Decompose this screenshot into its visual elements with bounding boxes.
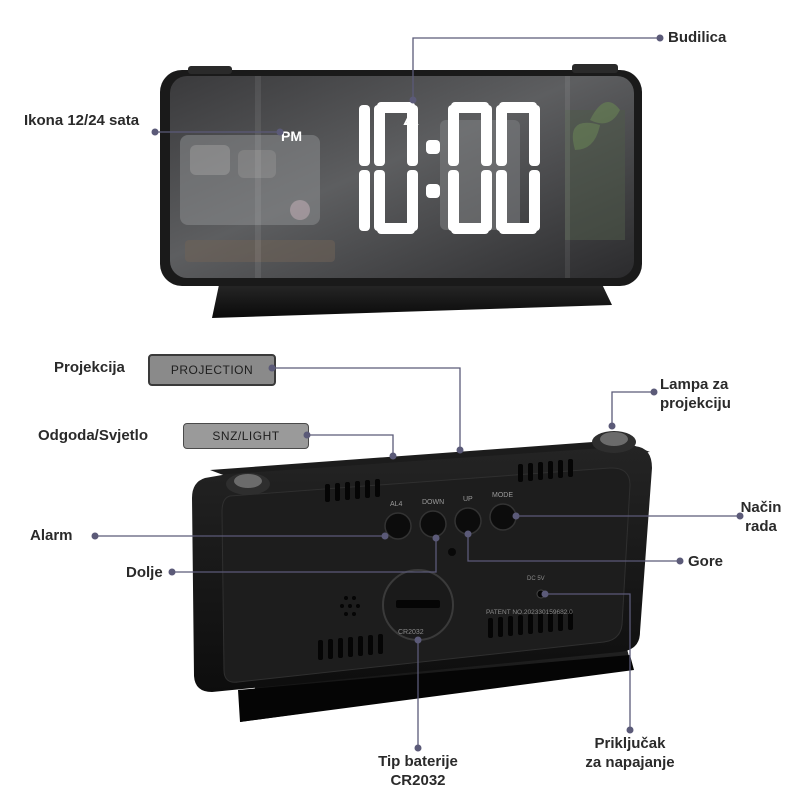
battery-cover-text: CR2032 <box>398 629 424 636</box>
vent-bottom-left <box>318 634 383 660</box>
digit-3-segment-d <box>499 223 537 234</box>
digit-3-segment-b <box>529 105 540 166</box>
label-12-24-icon: Ikona 12/24 sata <box>24 112 140 129</box>
digit-0-segment-c <box>359 170 370 231</box>
leader-power <box>545 593 631 730</box>
leader-snooze <box>307 434 394 456</box>
label-mode-line1: Način <box>740 499 782 516</box>
label-lamp-line2: projekciju <box>660 395 731 412</box>
label-battery: Tip baterije CR2032 <box>368 752 468 790</box>
front-knob-left <box>188 66 232 74</box>
label-power-line2: za napajanje <box>585 754 675 771</box>
label-power: Priključak za napajanje <box>570 734 690 772</box>
battery-cover[interactable]: CR2032 <box>382 569 454 641</box>
display-digits <box>359 102 540 234</box>
bell-icon <box>403 109 419 128</box>
digit-1-segment-c <box>407 170 418 231</box>
leader-up <box>467 534 680 562</box>
colon-dot-bottom <box>426 184 440 198</box>
back-button-label-alarm: AL4 <box>390 501 403 508</box>
colon-dot-top <box>426 140 440 154</box>
back-button-label-down: DOWN <box>422 499 444 506</box>
label-down: Dolje <box>126 564 163 581</box>
digit-2-segment-b <box>481 105 492 166</box>
label-mode: Način rada <box>736 498 786 536</box>
speaker-holes <box>340 596 360 616</box>
digit-0-segment-b <box>359 105 370 166</box>
leader-projection <box>272 367 461 450</box>
digit-1-segment-e <box>374 170 385 231</box>
vent-bottom-right <box>488 610 573 638</box>
leader-lamp <box>611 391 654 426</box>
digit-3-segment-a <box>499 102 537 113</box>
digit-3-segment-e <box>496 170 507 231</box>
digit-3-segment-f <box>496 105 507 166</box>
vent-top-left <box>325 479 380 502</box>
digit-1-segment-f <box>374 105 385 166</box>
label-alarm: Alarm <box>30 527 73 544</box>
digit-2-segment-a <box>451 102 489 113</box>
button-alarm[interactable] <box>384 512 412 540</box>
projection-button-callout: PROJECTION <box>148 354 276 386</box>
leader-alarm-clock <box>412 37 660 100</box>
back-button-label-up: UP <box>463 496 473 503</box>
label-lamp: Lampa za projekciju <box>660 375 731 413</box>
digit-2-segment-c <box>481 170 492 231</box>
front-knob-right <box>572 64 618 73</box>
label-snooze-light: Odgoda/Svjetlo <box>38 427 149 444</box>
back-button-label-mode: MODE <box>492 492 513 499</box>
patent-text: PATENT NO.202330159682.0 <box>486 609 573 616</box>
digit-3-segment-c <box>529 170 540 231</box>
label-mode-line2: rada <box>745 518 777 535</box>
digit-2-segment-d <box>451 223 489 234</box>
reset-hole <box>448 548 456 556</box>
digit-2-segment-e <box>448 170 459 231</box>
digit-1-segment-d <box>377 223 415 234</box>
digit-1-segment-a <box>377 102 415 113</box>
leader-down <box>172 538 437 573</box>
pm-indicator: PM <box>281 128 302 144</box>
label-battery-line2: CR2032 <box>390 772 446 789</box>
label-battery-line1: Tip baterije <box>378 753 458 770</box>
label-alarm-clock: Budilica <box>668 29 727 46</box>
label-lamp-line1: Lampa za <box>660 376 729 393</box>
power-socket-text: DC 5V <box>527 576 545 582</box>
vent-top-right <box>518 459 573 482</box>
digit-2-segment-f <box>448 105 459 166</box>
front-stand <box>212 280 612 318</box>
label-projection: Projekcija <box>54 359 125 376</box>
label-up: Gore <box>688 553 724 570</box>
label-power-line1: Priključak <box>594 735 666 752</box>
